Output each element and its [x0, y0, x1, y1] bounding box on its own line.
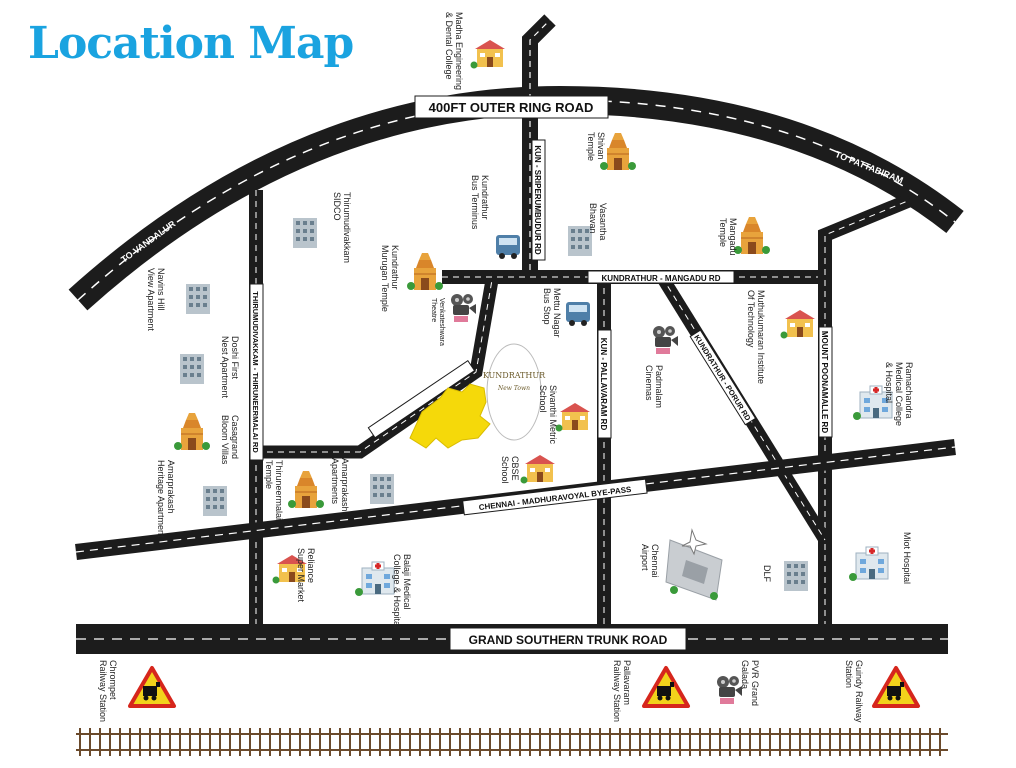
kundrathur-porur-label: KUNDRATHUR - PORUR RD — [692, 333, 753, 423]
venkateshwara-cinema-icon — [451, 294, 476, 322]
navins-label: Navins HillView Apartment — [146, 268, 166, 331]
mettu-nagar-bus-stop-icon — [566, 302, 590, 326]
sivanthi-school-icon — [555, 403, 590, 432]
padmalam-cinema-icon — [653, 326, 678, 354]
project-name: KUNDRATHUR — [483, 371, 546, 380]
outer-ring-road-label: 400FT OUTER RING ROAD — [429, 100, 594, 115]
padmalam-label: PadmalamCinemas — [644, 365, 664, 408]
sivanthi-label: Sivanthi MetricSchool — [538, 385, 558, 445]
sidco-icon — [293, 218, 317, 248]
airport-icon — [665, 528, 723, 601]
airport-label: ChennaiAirport — [640, 544, 660, 578]
mettu-label: Mettu NagarBus Stop — [542, 288, 562, 338]
thiruneermalai-temple-icon — [287, 470, 325, 509]
amarprakash-heritage-icon — [203, 486, 227, 516]
pallavaram-railway-sign-icon — [642, 666, 690, 708]
project-area: KUNDRATHUR New Town — [409, 343, 546, 449]
mount-poonamalle-label: MOUNT POONAMALLE RD — [820, 331, 829, 433]
vasantha-label: VasanthaBhavan — [588, 203, 608, 240]
guindy-railway-sign-icon — [872, 666, 920, 708]
amarprakash-heritage-label: AmarprakashHeritage Apartment — [156, 460, 176, 538]
shivan-label: ShivanTemple — [586, 132, 606, 161]
chrompet-railway-sign-icon — [128, 666, 176, 708]
murugan-temple-icon — [406, 252, 444, 291]
amarprakash-apartments-icon — [370, 474, 394, 504]
sidco-label: ThirumudivakkamSIDCO — [332, 192, 352, 263]
madha-college-icon — [470, 40, 505, 69]
muthukumaran-institute-icon — [780, 310, 815, 339]
page-title: Location Map — [28, 18, 354, 69]
muthukumaran-label: Muthukumaran InstituteOf Technology — [746, 290, 766, 384]
dlf-building-icon — [784, 561, 808, 591]
navins-apartment-icon — [186, 284, 210, 314]
dlf-label: DLF — [762, 565, 772, 583]
miot-label: Miot Hospital — [902, 532, 912, 584]
kun-sriperumbudur-label: KUN - SRIPERUMBUDUR RD — [533, 145, 542, 255]
bus-terminus-icon — [496, 235, 520, 259]
pvr-label: PVR GrandGalada — [740, 660, 760, 706]
doshi-label: Doshi FirstNest Apartment — [220, 336, 240, 399]
place-labels: Madha Engineering& Dental College Shivan… — [98, 12, 914, 723]
guindy-label: Guindy RailwayStation — [844, 660, 864, 723]
amarprakash-apartments-label: AmarprakashApartments — [330, 458, 350, 512]
project-tagline: New Town — [497, 385, 530, 392]
gst-road-label: GRAND SOUTHERN TRUNK ROAD — [469, 633, 668, 647]
mangadu-temple-icon — [733, 216, 771, 255]
pvr-cinema-icon — [717, 676, 742, 704]
casagrand-label: CasagrandBloom Villas — [220, 415, 240, 465]
ramachandra-label: RamachandraMedical College& Hospital — [884, 362, 914, 426]
madha-label: Madha Engineering& Dental College — [444, 12, 464, 90]
kundrathur-mangadu-label: KUNDRATHUR - MANGADU RD — [602, 274, 721, 283]
cbse-label: CBSESchool — [500, 456, 520, 484]
kun-pallavaram-label: KUN - PALLAVARAM RD — [599, 338, 608, 431]
casagrand-villa-icon — [173, 412, 211, 451]
mangadu-label: MangaduTemple — [718, 218, 738, 256]
railway-track — [76, 728, 948, 756]
chrompet-label: ChrompetRailway Station — [98, 660, 118, 722]
cbse-school-icon — [520, 455, 555, 484]
doshi-apartment-icon — [180, 354, 204, 384]
kundrathur-bus-label: KundrathurBus Terminus — [470, 175, 490, 230]
project-boundary-shape — [409, 383, 491, 449]
venkateshwara-label: VenkateshwaraTheatre — [430, 298, 445, 346]
balaji-hospital-icon — [354, 561, 395, 597]
murugan-label: KundrathurMurugan Temple — [380, 245, 400, 312]
project-logo-badge — [486, 343, 542, 441]
thiruneermalai-label: ThiruneermalaiTemple — [264, 460, 284, 520]
balaji-label: Balaji MedicalCollege & Hospital — [392, 554, 412, 628]
reliance-label: RelianceSuper Market — [296, 548, 316, 603]
landmark-icons — [173, 40, 893, 704]
thirumudivakkam-label: THIRUMUDIVAKKAM - THIRUNEERMALAI RD — [251, 291, 260, 453]
miot-hospital-icon — [848, 546, 889, 582]
pallavaram-label: PallavaramRailway Station — [612, 660, 632, 722]
